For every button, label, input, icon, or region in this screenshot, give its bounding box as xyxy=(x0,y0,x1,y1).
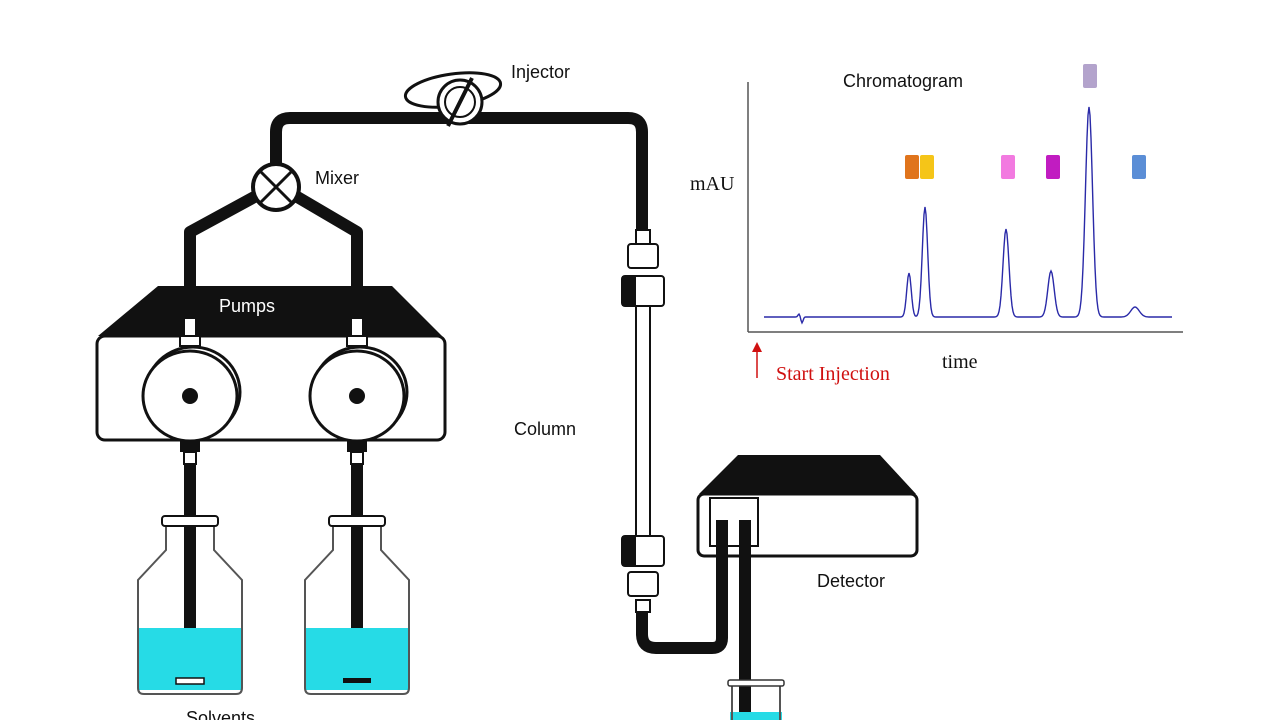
waste-beaker xyxy=(727,679,785,720)
chromatogram-title: Chromatogram xyxy=(843,71,963,91)
bottle-outline xyxy=(304,524,410,695)
mixer xyxy=(251,162,301,212)
injector-handle xyxy=(446,77,474,127)
left-pump-head xyxy=(141,317,242,465)
peak-marker-3 xyxy=(1001,155,1015,179)
detector xyxy=(696,455,919,560)
solvent-bottle-right xyxy=(304,515,410,695)
solvent-bottle-left xyxy=(137,515,243,695)
peak-marker-5 xyxy=(1083,64,1097,88)
detector-label: Detector xyxy=(817,571,885,591)
injector xyxy=(403,71,503,127)
mixer-label: Mixer xyxy=(315,168,359,188)
detector-top xyxy=(699,455,916,494)
tube-mixer-to-left-pump xyxy=(184,189,264,298)
solvent-filter xyxy=(343,678,371,683)
peak-marker-4 xyxy=(1046,155,1060,179)
peak-markers xyxy=(905,64,1146,179)
injector-label: Injector xyxy=(511,62,570,82)
column-label: Column xyxy=(514,419,576,439)
bottle-outline xyxy=(137,524,243,695)
tube-mixer-to-right-pump xyxy=(288,189,363,298)
right-pump-head xyxy=(308,317,409,465)
column xyxy=(621,229,665,613)
chromatogram-xlabel: time xyxy=(942,351,978,373)
bottle-neck xyxy=(328,515,386,527)
tube-column-to-detector xyxy=(636,514,728,654)
chromatogram-ylabel: mAU xyxy=(690,173,735,195)
pumps-label: Pumps xyxy=(219,296,275,316)
bottle-neck xyxy=(161,515,219,527)
solvent-filter xyxy=(175,677,205,685)
chromatogram: Chromatogram mAU time Start Injection xyxy=(690,64,1183,385)
peak-marker-6 xyxy=(1132,155,1146,179)
start-injection-arrowhead xyxy=(752,342,762,352)
column-tube xyxy=(635,305,651,537)
pumps-unit xyxy=(95,286,447,465)
peak-marker-1 xyxy=(905,155,919,179)
peak-marker-2 xyxy=(920,155,934,179)
chromatogram-trace xyxy=(764,106,1172,325)
solvents-label: Solvents xyxy=(186,708,255,720)
start-injection-label: Start Injection xyxy=(776,363,890,385)
